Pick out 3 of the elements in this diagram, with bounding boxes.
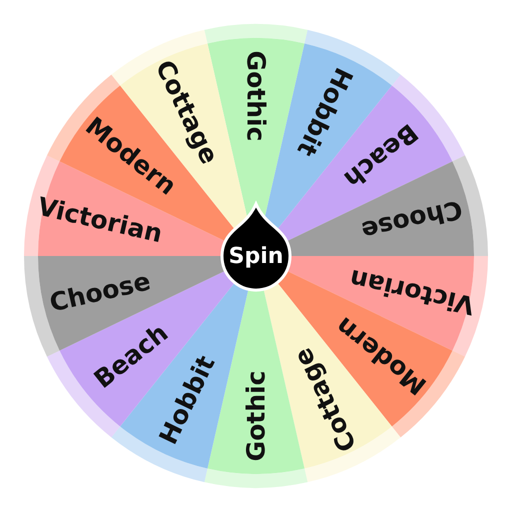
segment-label: Gothic (244, 50, 268, 142)
segment-label: Gothic (244, 370, 268, 462)
spin-label: Spin (228, 246, 284, 268)
